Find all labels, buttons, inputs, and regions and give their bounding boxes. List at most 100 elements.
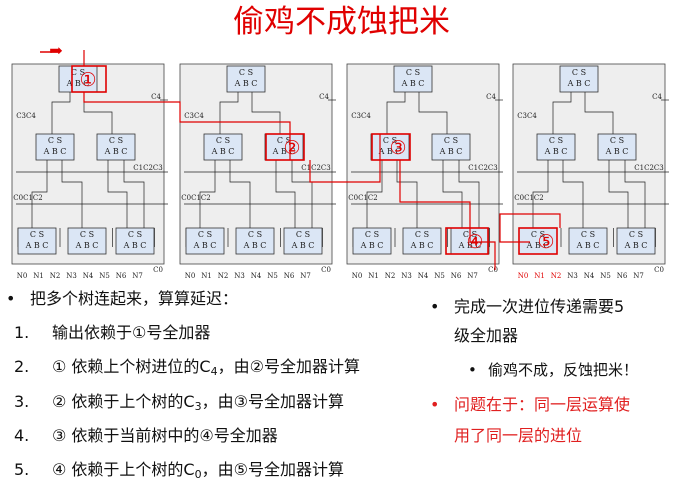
full-adder-top: [226, 65, 266, 93]
wire: [458, 160, 480, 228]
input-label: N1: [368, 272, 379, 280]
fa-top-label: C S: [48, 136, 62, 145]
list-text: ① 依赖上个树进位的C: [52, 357, 211, 376]
full-adder-bottom: [17, 227, 57, 255]
list-item: 3.② 依赖于上个树的C3，由③号全加器计算: [14, 391, 344, 418]
intro-text: 把多个树连起来，算算延迟：: [30, 289, 239, 308]
carry-label-c0: C0: [488, 266, 498, 274]
full-adder-bottom: [352, 227, 392, 255]
fa-bottom-label: A B C: [576, 241, 600, 250]
right-bullet: •完成一次进位传递需要5: [430, 297, 625, 316]
fa-bottom-label: A B C: [66, 79, 90, 88]
list-text-tail: ，由⑤号全加器计算: [201, 460, 344, 479]
input-label: N7: [300, 272, 311, 280]
carry-label-c1c2c3: C1C2C3: [468, 164, 497, 172]
red-path: [309, 134, 381, 183]
circled-marker-3: ③: [389, 137, 406, 159]
wire: [199, 160, 216, 228]
input-label: N4: [83, 272, 94, 280]
circled-marker-5: ⑤: [537, 231, 554, 253]
circled-marker-1: ①: [79, 69, 96, 91]
wire: [562, 160, 584, 228]
fa-top-label: C S: [30, 230, 44, 239]
fa-bottom-label: A B C: [439, 147, 463, 156]
wire: [532, 160, 549, 228]
list-number: 1.: [14, 323, 30, 342]
input-label: N2: [385, 272, 396, 280]
list-item: 5.④ 依赖于上个树的C0，由⑤号全加器计算: [14, 459, 344, 486]
subscript: 4: [210, 365, 218, 378]
wire: [219, 92, 239, 134]
fa-bottom-label: A B C: [234, 79, 258, 88]
highlight-box-1: [71, 65, 107, 93]
wire: [396, 160, 418, 228]
fa-bottom-label: A B C: [360, 241, 384, 250]
full-adder-bottom: [616, 227, 656, 255]
wire: [584, 92, 614, 134]
input-label: N4: [251, 272, 262, 280]
wire: [552, 92, 572, 134]
list-item: 4. ③ 依赖于当前树中的④号全加器: [14, 425, 278, 447]
list-text: ③ 依赖于当前树中的④号全加器: [52, 426, 278, 445]
right-line1: 完成一次进位传递需要5: [454, 297, 625, 316]
fa-bottom-label: A B C: [458, 241, 482, 250]
input-label: N3: [567, 272, 578, 280]
carry-label-c1c2c3: C1C2C3: [301, 164, 330, 172]
fa-bottom-label: A B C: [378, 147, 402, 156]
fa-bottom-label: A B C: [526, 241, 550, 250]
fa-top-label: C S: [216, 136, 230, 145]
input-label: N7: [467, 272, 478, 280]
fa-bottom-label: A B C: [43, 147, 67, 156]
input-label: N6: [451, 272, 462, 280]
subscript: 0: [194, 468, 202, 481]
fa-top-label: C S: [581, 230, 595, 239]
input-label: N6: [617, 272, 628, 280]
fa-bottom-label: A B C: [605, 147, 629, 156]
input-label: N7: [132, 272, 143, 280]
fa-bottom-label: A B C: [401, 79, 425, 88]
fa-bottom-label: A B C: [75, 241, 99, 250]
carry-label-c0c1c2: C0C1C2: [13, 194, 42, 202]
input-label: N6: [116, 272, 127, 280]
wire: [386, 92, 406, 134]
list-text: ④ 依赖于上个树的C: [52, 460, 195, 479]
slide-title: 偷鸡不成蚀把米: [233, 4, 450, 40]
full-adder-mid: [597, 133, 637, 161]
problem-bullet: •问题在于：同一层运算使: [430, 395, 631, 414]
list-text: 输出依赖于①号全加器: [52, 323, 211, 342]
wire: [442, 160, 463, 228]
fa-top-label: C S: [277, 136, 291, 145]
wire: [366, 160, 383, 228]
list-number: 3.: [14, 392, 30, 411]
list-number: 4.: [14, 426, 30, 445]
carry-label-c3c4: C3C4: [517, 112, 537, 120]
list-text-tail: ，由②号全加器计算: [217, 357, 360, 376]
fa-top-label: C S: [80, 230, 94, 239]
fa-bottom-label: A B C: [567, 79, 591, 88]
input-label: N1: [534, 272, 545, 280]
carry-label-c3c4: C3C4: [351, 112, 371, 120]
right-line2: 级全加器: [454, 326, 519, 345]
carry-label-c4: C4: [319, 93, 329, 101]
fa-bottom-label: A B C: [243, 241, 267, 250]
full-adder-mid: [203, 133, 243, 161]
full-adder-mid: [536, 133, 576, 161]
circled-marker-4: ④: [466, 231, 483, 253]
fa-top-label: C S: [198, 230, 212, 239]
full-adder-top: [393, 65, 433, 93]
red-path: [83, 92, 291, 160]
full-adder-mid: [35, 133, 75, 161]
full-adder-mid: [264, 133, 304, 161]
adder-tree-diagram: C S A B C C S A B C C S A B C C S A B C C S A B C…: [11, 42, 669, 280]
input-label: N1: [201, 272, 212, 280]
carry-label-c3c4: C3C4: [184, 112, 204, 120]
carry-label-c4: C4: [486, 93, 496, 101]
highlight-box-2: [265, 133, 305, 161]
fa-top-label: C S: [365, 230, 379, 239]
input-label: N2: [218, 272, 229, 280]
fa-bottom-label: A B C: [193, 241, 217, 250]
problem-line2: 用了同一层的进位: [454, 426, 583, 445]
input-label: N2: [50, 272, 61, 280]
fa-top-label: C S: [610, 136, 624, 145]
carry-label-c0c1c2: C0C1C2: [181, 194, 210, 202]
